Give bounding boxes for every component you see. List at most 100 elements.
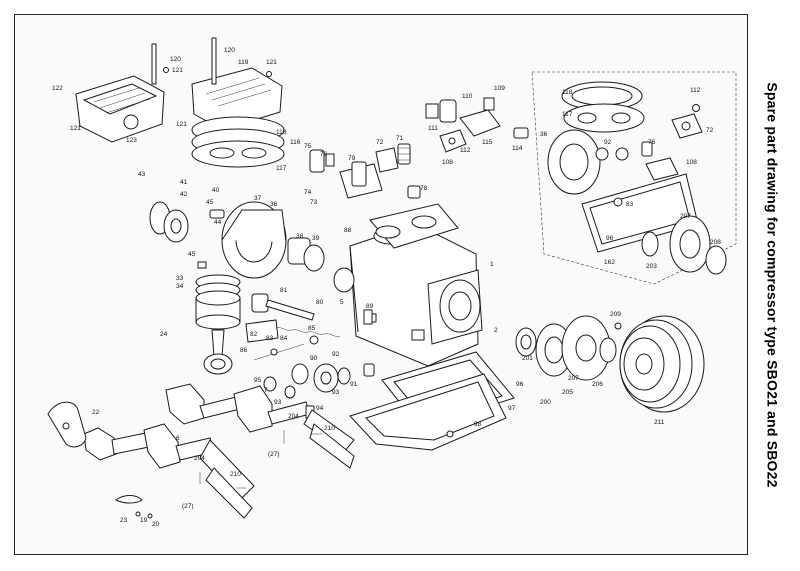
part-label: 33 bbox=[176, 275, 184, 282]
part-label: 96 bbox=[606, 235, 614, 242]
part-label: 45 bbox=[206, 199, 214, 206]
part-label: 121 bbox=[266, 59, 277, 66]
part-label: 207 bbox=[568, 375, 579, 382]
part-label: 72 bbox=[376, 139, 384, 146]
part-label: 39 bbox=[312, 235, 320, 242]
cylinder-head-center bbox=[191, 37, 285, 168]
part-label: 117 bbox=[276, 165, 287, 172]
part-label: 109 bbox=[494, 85, 505, 92]
part-label: 93 bbox=[332, 389, 340, 396]
part-label: 200 bbox=[540, 399, 551, 406]
cylinder-head-left bbox=[75, 43, 169, 143]
part-label: 207 bbox=[680, 213, 691, 220]
part-label: 122 bbox=[52, 85, 63, 92]
part-label: 121 bbox=[70, 125, 81, 132]
part-label: 79 bbox=[348, 155, 356, 162]
part-label: 210 bbox=[230, 471, 241, 478]
part-label: 19 bbox=[140, 517, 148, 524]
part-label: 36 bbox=[270, 201, 278, 208]
part-label: 93 bbox=[274, 399, 282, 406]
part-label: 89 bbox=[366, 303, 374, 310]
part-label: 206 bbox=[592, 381, 603, 388]
part-label: 76 bbox=[648, 139, 656, 146]
part-label: 75 bbox=[304, 143, 312, 150]
part-label: 44 bbox=[214, 219, 222, 226]
part-label: 6 bbox=[176, 435, 180, 442]
part-label: (27) bbox=[268, 451, 280, 458]
part-label: 83 bbox=[626, 201, 634, 208]
part-label: 22 bbox=[92, 409, 100, 416]
part-label: 112 bbox=[460, 147, 471, 154]
part-label: 123 bbox=[126, 137, 137, 144]
part-label: 73 bbox=[310, 199, 318, 206]
part-label: 86 bbox=[240, 347, 248, 354]
part-label: 91 bbox=[350, 381, 358, 388]
part-label: 92 bbox=[332, 351, 340, 358]
part-label: 41 bbox=[180, 179, 188, 186]
part-label: 81 bbox=[280, 287, 288, 294]
part-label: 24 bbox=[160, 331, 168, 338]
part-label: (27) bbox=[182, 503, 194, 510]
part-label: 88 bbox=[344, 227, 352, 234]
part-label: 204 bbox=[194, 455, 205, 462]
part-label: 111 bbox=[428, 125, 438, 132]
part-label: 97 bbox=[508, 405, 516, 412]
bearing-housing-left bbox=[149, 201, 325, 279]
counterweight bbox=[47, 401, 322, 519]
part-label: 96 bbox=[516, 381, 524, 388]
part-label: 211 bbox=[654, 419, 665, 426]
part-label: 210 bbox=[324, 425, 335, 432]
part-label: 7 bbox=[264, 387, 268, 394]
part-label: 98 bbox=[474, 421, 482, 428]
part-label: 76 bbox=[320, 151, 328, 158]
crankcase-body bbox=[333, 203, 483, 367]
part-label: 115 bbox=[482, 139, 493, 146]
part-label: 90 bbox=[310, 355, 318, 362]
part-label: 208 bbox=[710, 239, 721, 246]
part-label: 78 bbox=[420, 185, 428, 192]
part-label: 108 bbox=[442, 159, 453, 166]
part-label: 120 bbox=[224, 47, 235, 54]
part-label: 117 bbox=[562, 111, 573, 118]
part-label: 42 bbox=[180, 191, 188, 198]
part-label: 162 bbox=[604, 259, 615, 266]
part-label: 71 bbox=[396, 135, 404, 142]
oil-pump-assembly bbox=[245, 293, 341, 361]
part-label: 203 bbox=[646, 263, 657, 270]
part-label: 72 bbox=[706, 127, 714, 134]
part-label: 38 bbox=[296, 233, 304, 240]
part-label: 120 bbox=[170, 56, 181, 63]
part-label: 43 bbox=[138, 171, 146, 178]
part-label: 108 bbox=[686, 159, 697, 166]
drawing-title-vertical: Spare part drawing for compressor type S… bbox=[753, 14, 793, 555]
part-label: 116 bbox=[290, 139, 301, 146]
part-label: 82 bbox=[250, 331, 258, 338]
part-label: 40 bbox=[212, 187, 220, 194]
shaft-seal-assembly bbox=[515, 315, 622, 381]
part-label: 80 bbox=[316, 299, 324, 306]
part-label: 83 bbox=[266, 335, 274, 342]
drawing-title: Spare part drawing for compressor type S… bbox=[765, 81, 781, 488]
part-label: 95 bbox=[254, 377, 262, 384]
part-label: 121 bbox=[172, 67, 183, 74]
part-number-labels: 122 120 121 123 121 120 119 121 121 118 … bbox=[52, 47, 721, 528]
part-label: 201 bbox=[522, 355, 533, 362]
part-label: 5 bbox=[340, 299, 344, 306]
part-label: 2 bbox=[494, 327, 498, 334]
crankshaft-lower bbox=[83, 423, 255, 519]
part-label: 204 bbox=[288, 413, 299, 420]
exploded-view-drawing: 122 120 121 123 121 120 119 121 121 118 … bbox=[47, 37, 737, 528]
part-label: 84 bbox=[280, 335, 288, 342]
part-label: 114 bbox=[512, 145, 523, 152]
part-label: 209 bbox=[610, 311, 621, 318]
part-label: 94 bbox=[316, 405, 324, 412]
crankshaft-upper bbox=[165, 383, 355, 469]
part-label: 92 bbox=[604, 139, 612, 146]
part-label: 205 bbox=[562, 389, 573, 396]
part-label: 118 bbox=[276, 129, 287, 136]
oil-sump-plate bbox=[349, 351, 515, 451]
part-label: 23 bbox=[120, 517, 128, 524]
pulley bbox=[619, 315, 705, 413]
part-label: 119 bbox=[238, 59, 249, 66]
